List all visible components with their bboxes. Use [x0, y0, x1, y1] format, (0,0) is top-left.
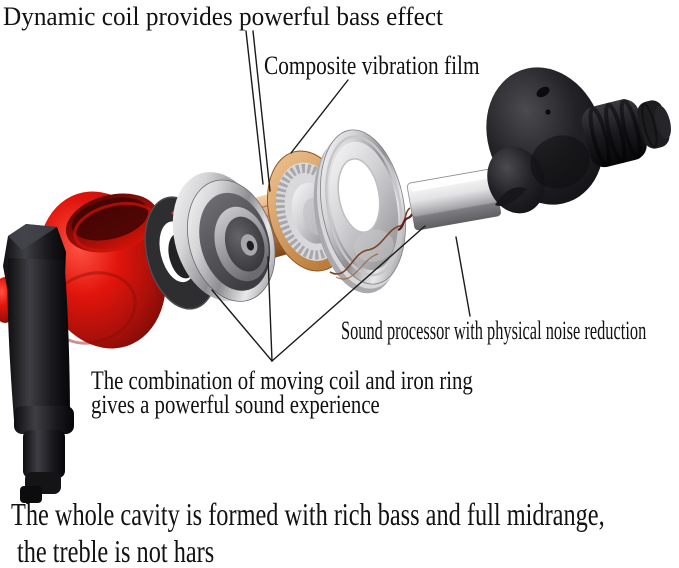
- label-sound-processor: Sound processor with physical noise redu…: [341, 316, 647, 345]
- leader-lines: [211, 30, 471, 362]
- leader-combination-right: [271, 225, 426, 362]
- label-vibration-film: Composite vibration film: [264, 51, 480, 80]
- housing-vent-dot: [545, 109, 551, 115]
- front-housing: [486, 67, 604, 214]
- leader-dynamic-coil-a: [245, 30, 264, 185]
- caption-cavity-line1: The whole cavity is formed with rich bas…: [11, 496, 605, 532]
- ear-cushion: [38, 191, 166, 349]
- leader-vibration-film: [290, 79, 349, 154]
- label-combination-line2: gives a powerful sound experience: [91, 390, 380, 419]
- housing-logo-mark: [536, 86, 550, 98]
- driver-housing: [172, 172, 276, 302]
- label-dynamic-coil: Dynamic coil provides powerful bass effe…: [3, 2, 444, 31]
- leader-combination-mid: [267, 256, 273, 362]
- label-combination: The combination of moving coil and iron …: [91, 366, 473, 419]
- earphone-stem: [3, 224, 74, 503]
- leader-dynamic-coil-b: [252, 30, 271, 192]
- caption-cavity-line2: the treble is not hars: [17, 533, 215, 568]
- leader-sound-processor: [455, 236, 471, 317]
- leader-combination-left: [211, 289, 273, 362]
- label-combination-line1: The combination of moving coil and iron …: [91, 366, 473, 395]
- diaphragm-plate: [313, 129, 406, 294]
- ear-tip-nozzle: [581, 98, 671, 168]
